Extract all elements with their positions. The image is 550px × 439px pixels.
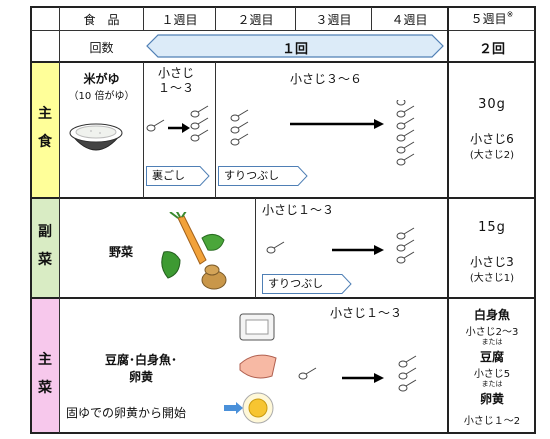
- side-texture-mashed: すりつぶし: [262, 274, 352, 294]
- side-week5-spoons: 小さじ3: [470, 255, 514, 269]
- header-week5: ５週目※: [470, 10, 514, 26]
- main-week5-or1: または: [481, 338, 503, 346]
- staple-week1-spoons: [146, 105, 209, 142]
- staple-week5-spoons: 小さじ6: [470, 132, 514, 146]
- header-week4: ４週目: [391, 13, 428, 27]
- main-week5-fish: 白身魚: [473, 308, 510, 322]
- header-food: 食 品: [83, 13, 120, 27]
- frequency-banner-arrow: [146, 34, 444, 58]
- schedule-table: [30, 6, 536, 434]
- main-food-name: 豆腐･白身魚･卵黄: [104, 353, 177, 384]
- vegetables-illustration: [161, 212, 227, 290]
- main-week5-tofu-amount: 小さじ5: [473, 369, 511, 380]
- main-amount: 小さじ１～３: [330, 306, 403, 320]
- header-week1: １週目: [161, 13, 198, 27]
- main-week5-tofu: 豆腐: [479, 350, 504, 364]
- staple-weeks2-4-spoons: [230, 100, 415, 166]
- main-week5-yolk: 卵黄: [479, 392, 504, 406]
- side-week5-grams: 15g: [478, 220, 506, 235]
- side-spoons: [266, 227, 415, 264]
- side-category-label: 副菜: [38, 224, 52, 268]
- staple-texture-strained: 裏ごし: [146, 166, 210, 186]
- staple-week5-grams: 30g: [478, 97, 506, 112]
- header-week5-note: ※: [506, 10, 514, 19]
- staple-weeks2-4-amount: 小さじ３～６: [290, 72, 363, 86]
- staple-category-bg: [31, 62, 59, 198]
- staple-week5-tablespoons: (大さじ2): [469, 150, 515, 161]
- staple-food-name: 米がゆ: [83, 72, 120, 86]
- side-week5-tablespoons: (大さじ1): [469, 273, 515, 284]
- header-week3: ３週目: [315, 13, 352, 27]
- rice-porridge-bowl-illustration: [69, 123, 123, 151]
- main-week5-or2: または: [481, 380, 503, 388]
- side-category-bg: [31, 198, 59, 298]
- main-week5-fish-amount: 小さじ2～3: [465, 327, 519, 338]
- header-week2: ２週目: [237, 13, 274, 27]
- main-note: 固ゆでの卵黄から開始: [66, 406, 187, 420]
- frequency-week5: ２回: [478, 42, 505, 57]
- main-week5-yolk-amount: 小さじ１～2: [463, 416, 521, 427]
- arrow-right-icon: [224, 402, 243, 414]
- main-category-label: 主菜: [38, 352, 52, 396]
- staple-category-label: 主食: [38, 106, 52, 150]
- main-category-bg: [31, 298, 59, 433]
- main-spoons: [298, 355, 417, 392]
- staple-texture-mashed: すりつぶし: [218, 166, 308, 186]
- frequency-label: 回数: [89, 41, 114, 55]
- frequency-weeks1-4: １回: [281, 42, 308, 57]
- tofu-fish-yolk-illustration: [239, 313, 277, 424]
- side-amount: 小さじ１～３: [262, 203, 335, 217]
- side-food-name: 野菜: [108, 245, 133, 259]
- staple-food-note: （10 倍がゆ）: [68, 91, 135, 102]
